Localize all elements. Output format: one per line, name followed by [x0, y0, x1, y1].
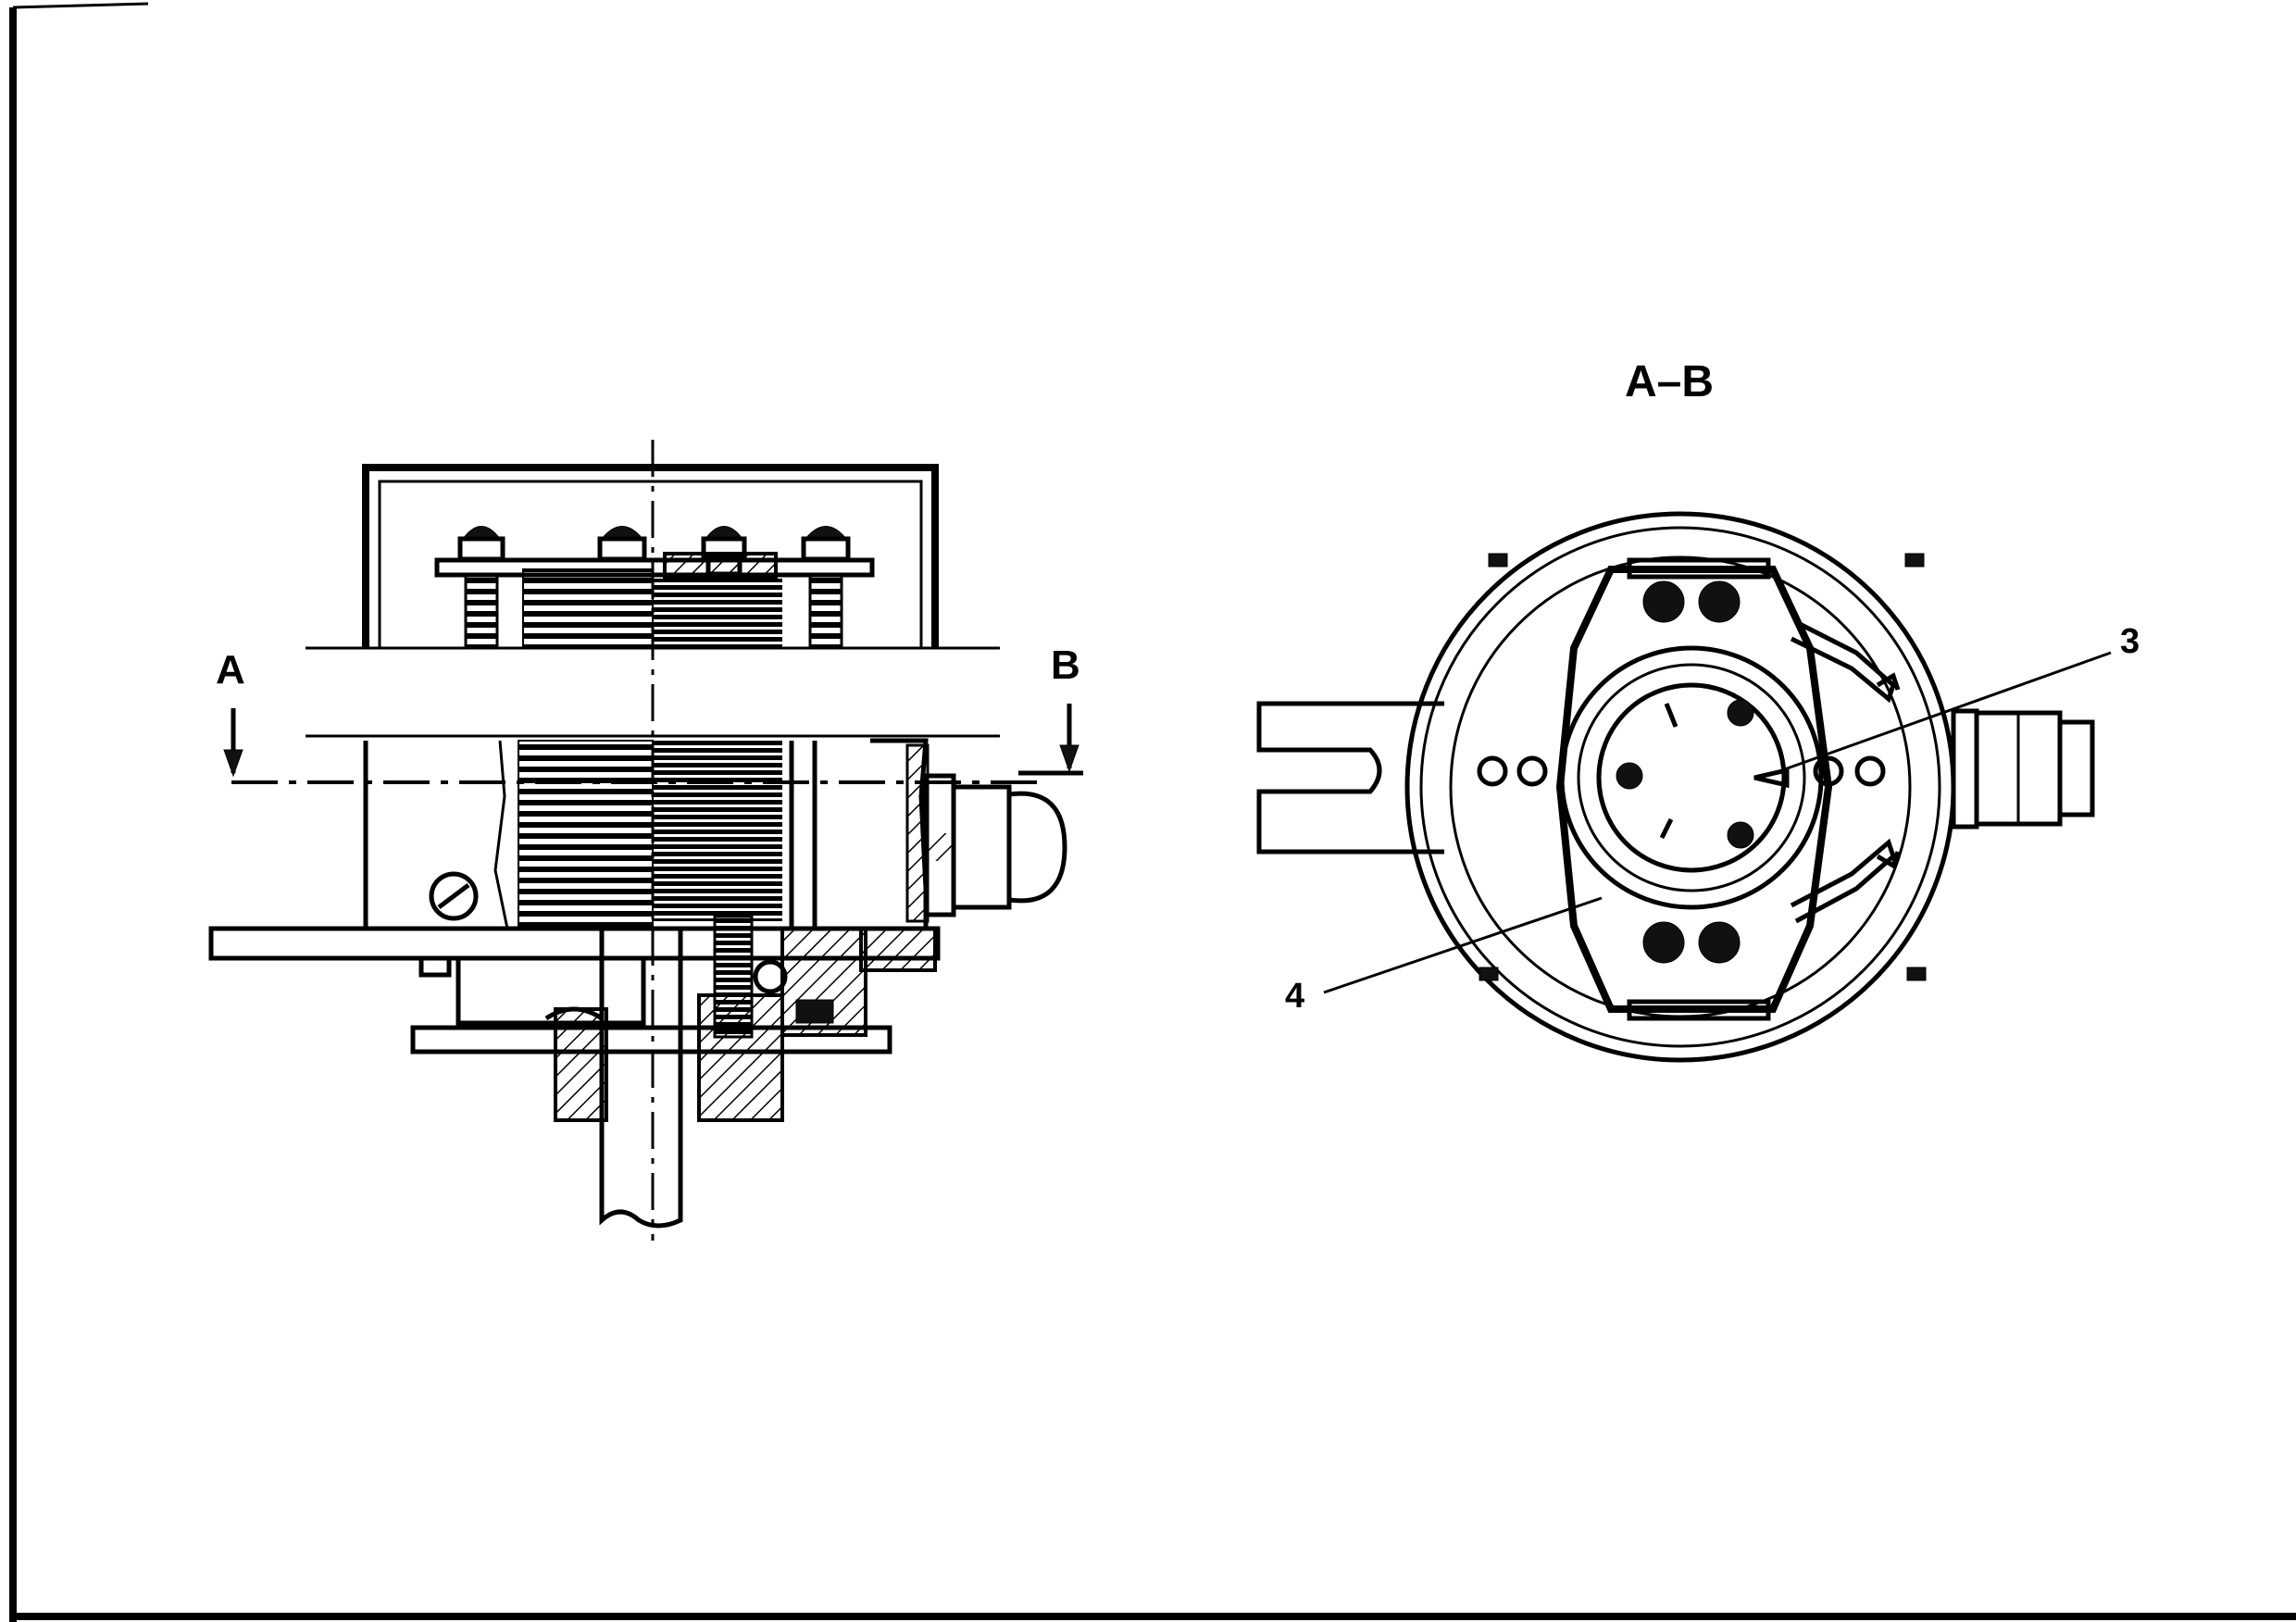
- plate-screws: [1642, 580, 1741, 964]
- section-label-right: B: [1051, 643, 1080, 688]
- view-title: A–B: [1625, 357, 1714, 406]
- section-cut-line: [223, 704, 1083, 784]
- section-view-a-b: A–B: [1256, 357, 2140, 1063]
- callout-4: 4: [1285, 977, 1304, 1016]
- stud-4: [801, 526, 851, 650]
- base-flange: [208, 926, 941, 1026]
- terminal-studs: [434, 526, 875, 650]
- side-section-view: A B: [208, 440, 1083, 1241]
- leader-lines: [1323, 651, 2112, 994]
- section-label-left: A: [216, 647, 245, 692]
- slip-ring: [1559, 645, 1824, 910]
- rim-clips: [1479, 553, 1927, 981]
- main-body: [363, 738, 930, 930]
- shaft: [599, 915, 754, 1229]
- brush-arms: [1790, 619, 1901, 924]
- cable-gland: [1951, 708, 2095, 830]
- upper-fin-stack: [522, 568, 782, 649]
- stud-1: [457, 526, 505, 650]
- top-cover: [362, 464, 939, 648]
- side-cable-gland: [923, 773, 1067, 917]
- stud-2: [597, 526, 647, 562]
- page-frame: [9, 2, 2296, 1622]
- mounting-fork: [1256, 701, 1444, 855]
- callout-3: 3: [2120, 622, 2140, 661]
